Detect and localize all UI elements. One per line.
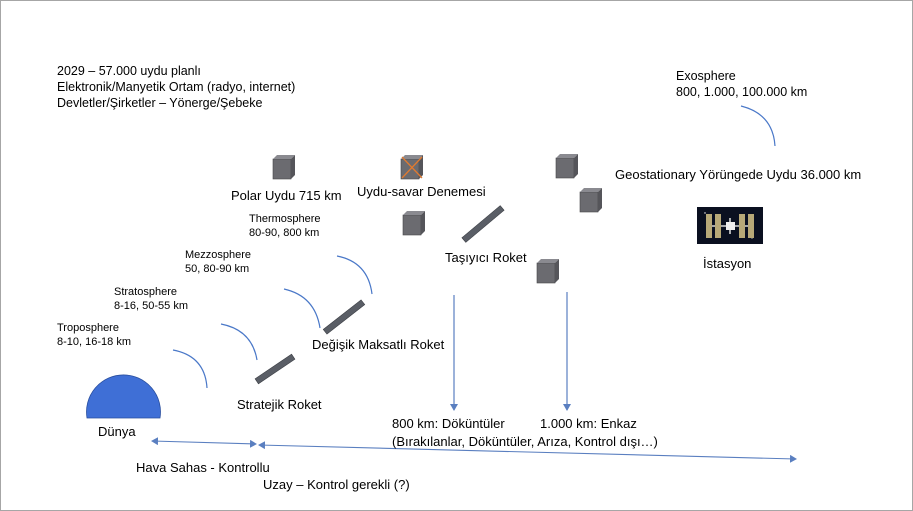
thermosphere-range: 80-90, 800 km bbox=[249, 227, 320, 239]
polar-satellite-label: Polar Uydu 715 km bbox=[231, 188, 342, 203]
exosphere-label: Exosphere bbox=[676, 69, 736, 83]
multi-purpose-rocket-icon bbox=[322, 299, 366, 335]
polar-satellite-cube-icon bbox=[272, 155, 295, 180]
troposphere-range: 8-10, 16-18 km bbox=[57, 336, 131, 348]
carrier-rocket-icon bbox=[461, 205, 505, 243]
geo-satellite-label: Geostationary Yörüngede Uydu 36.000 km bbox=[615, 167, 862, 182]
debris-800-label: 800 km: Döküntüler bbox=[392, 416, 505, 431]
strategic-rocket-label: Stratejik Roket bbox=[237, 397, 322, 412]
mezzosphere-label: Mezzosphere bbox=[185, 249, 252, 261]
stratosphere-label: Stratosphere bbox=[114, 286, 177, 298]
strategic-rocket-icon bbox=[254, 353, 296, 385]
geo-satellite-cube-icon-1 bbox=[555, 154, 578, 179]
exosphere-arc bbox=[740, 105, 776, 147]
asat-test-label: Uydu-savar Denemesi bbox=[357, 184, 486, 199]
debris-detail-label: (Bırakılanlar, Döküntüler, Arıza, Kontro… bbox=[392, 434, 658, 449]
space-zone-arrow bbox=[258, 441, 797, 463]
space-station-icon bbox=[697, 207, 763, 244]
thermosphere-label: Thermosphere bbox=[249, 213, 321, 225]
troposphere-label: Troposphere bbox=[57, 322, 119, 334]
troposphere-arc bbox=[172, 349, 208, 389]
multi-purpose-rocket-label: Değişik Maksatlı Roket bbox=[312, 337, 445, 352]
air-zone-label: Hava Sahas - Kontrollu bbox=[136, 460, 270, 475]
station-label: İstasyon bbox=[703, 256, 752, 271]
earth-label: Dünya bbox=[98, 424, 136, 439]
intro-line-2: Elektronik/Manyetik Ortam (radyo, intern… bbox=[57, 80, 296, 94]
geo-satellite-cube-icon-2 bbox=[579, 188, 602, 213]
air-zone-arrow bbox=[151, 437, 257, 448]
carrier-rocket-label: Taşıyıcı Roket bbox=[445, 250, 527, 265]
exosphere-range: 800, 1.000, 100.000 km bbox=[676, 85, 808, 99]
stratosphere-range: 8-16, 50-55 km bbox=[114, 300, 188, 312]
debris-satellite-cube-icon bbox=[536, 259, 559, 284]
mezzosphere-arc bbox=[283, 288, 321, 329]
space-zone-label: Uzay – Kontrol gerekli (?) bbox=[263, 477, 410, 492]
asat-test-satellite-cube-icon bbox=[400, 155, 423, 180]
debris-1000-label: 1.000 km: Enkaz bbox=[540, 416, 637, 431]
stratosphere-arc bbox=[220, 323, 258, 361]
leo-satellite-cube-icon bbox=[402, 211, 425, 236]
intro-line-3: Devletler/Şirketler – Yönerge/Şebeke bbox=[57, 96, 263, 110]
intro-line-1: 2029 – 57.000 uydu planlı bbox=[57, 64, 201, 78]
thermosphere-arc bbox=[336, 255, 373, 295]
mezzosphere-range: 50, 80-90 km bbox=[185, 263, 250, 275]
earth-shape bbox=[86, 374, 161, 419]
